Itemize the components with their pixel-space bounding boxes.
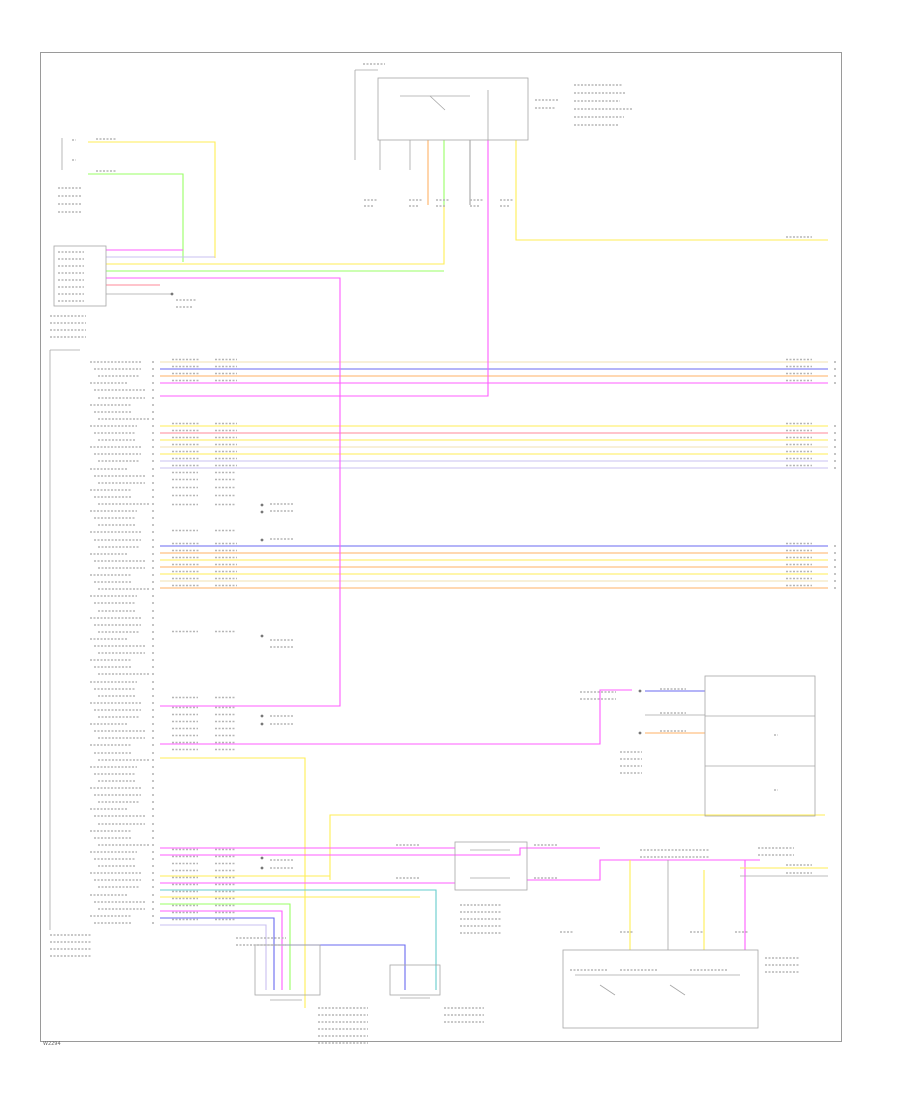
climate-panel-box: [53, 245, 107, 307]
sensor-block: [454, 841, 528, 891]
splice-dot: [260, 866, 264, 870]
diagram-frame: [40, 52, 842, 1042]
splice-dot: [638, 731, 642, 735]
splice-dot: [260, 510, 264, 514]
splice-dot: [260, 714, 264, 718]
wire-layer: [88, 140, 828, 1008]
module-wire-green: [160, 903, 291, 990]
module-wire-yellow-2: [329, 814, 825, 880]
panel-wire: [106, 205, 445, 265]
actuator-box: [562, 949, 759, 1029]
right-connector-box: [704, 675, 816, 817]
actuator-switch: [669, 984, 686, 996]
module-wire-lavender: [160, 924, 267, 990]
module-relay-wire: [160, 140, 489, 397]
diagram-code: W2294: [43, 1041, 61, 1047]
resistor-wire-2: [88, 173, 184, 262]
splice-dot: [260, 538, 264, 542]
sensor-wire-2: [527, 859, 760, 881]
relay-box: [377, 77, 529, 141]
resistor-wire-1: [88, 141, 216, 258]
panel-wire: [106, 277, 341, 707]
ground-symbol: [170, 292, 174, 296]
splice-dot: [638, 689, 642, 693]
splice-dot: [260, 722, 264, 726]
splice-dot: [260, 634, 264, 638]
connector-a-box: [254, 944, 321, 996]
module-wire-magenta-5: [160, 910, 283, 990]
module-wire-teal: [160, 889, 437, 990]
splice-dot: [260, 503, 264, 507]
module-wire-blue-2: [274, 944, 406, 990]
relay-switch-arm: [429, 95, 446, 111]
splice-dot: [260, 856, 264, 860]
module-wire-blue: [160, 917, 275, 990]
actuator-switch: [599, 984, 616, 996]
component-layer: [49, 69, 828, 1029]
module-wire-magenta: [160, 689, 632, 745]
relay-wire-yellow: [515, 140, 828, 241]
pin-layer: [50, 63, 837, 1044]
module-wire-yellow: [160, 757, 306, 1008]
connector-b-box: [389, 964, 441, 996]
